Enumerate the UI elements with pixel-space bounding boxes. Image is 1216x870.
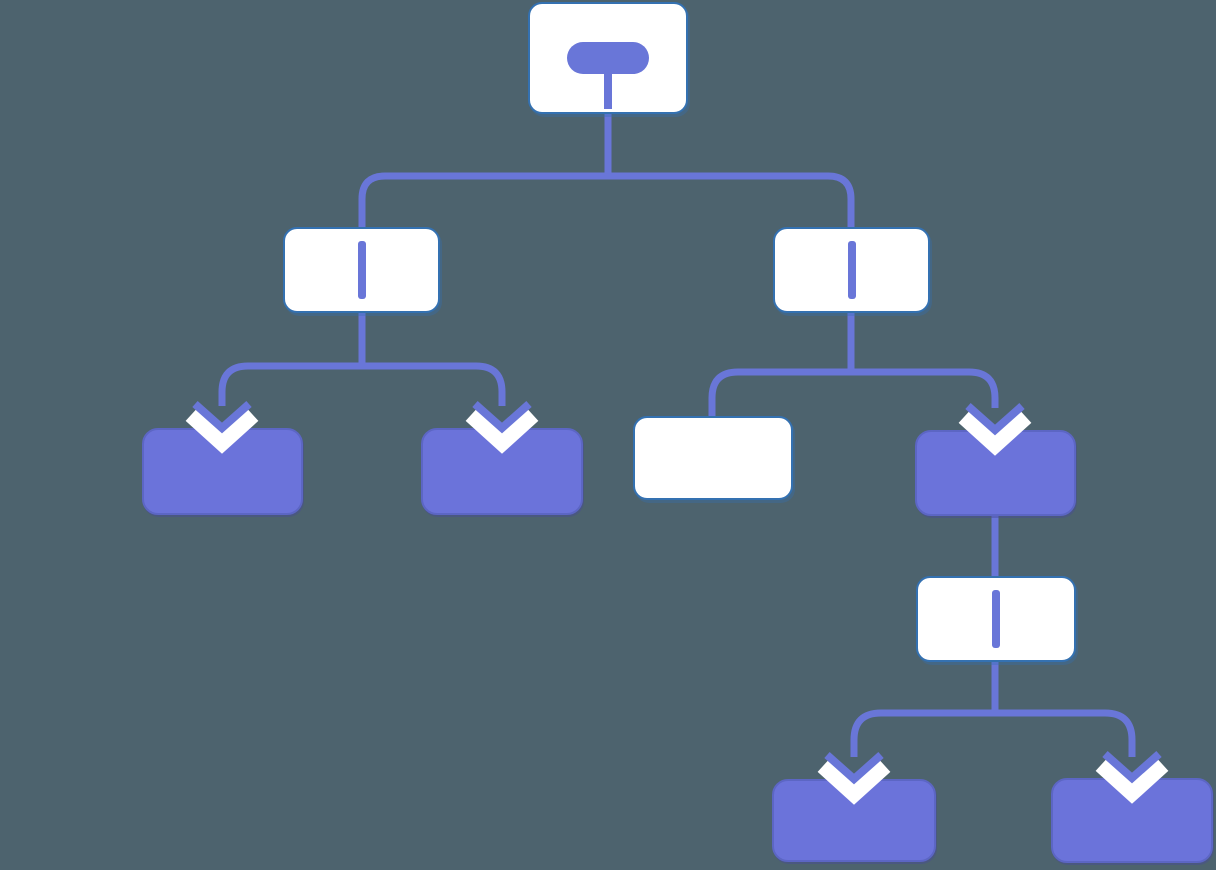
leaf-node-1[interactable] xyxy=(142,428,303,515)
root-pill-icon xyxy=(567,42,649,74)
root-node[interactable] xyxy=(528,2,688,114)
empty-node[interactable] xyxy=(633,416,793,500)
branch-node-bottom[interactable] xyxy=(916,576,1076,662)
vertical-line-icon xyxy=(357,241,366,299)
leaf-node-4[interactable] xyxy=(1051,778,1213,863)
leaf-node-3[interactable] xyxy=(772,779,936,862)
branch-node-right[interactable] xyxy=(773,227,930,313)
vertical-line-icon xyxy=(847,241,856,299)
root-stem-icon xyxy=(604,72,612,109)
leaf-node-2[interactable] xyxy=(421,428,583,515)
vertical-line-icon xyxy=(992,590,1000,648)
branch-node-left[interactable] xyxy=(283,227,440,313)
subtree-node[interactable] xyxy=(915,430,1076,516)
